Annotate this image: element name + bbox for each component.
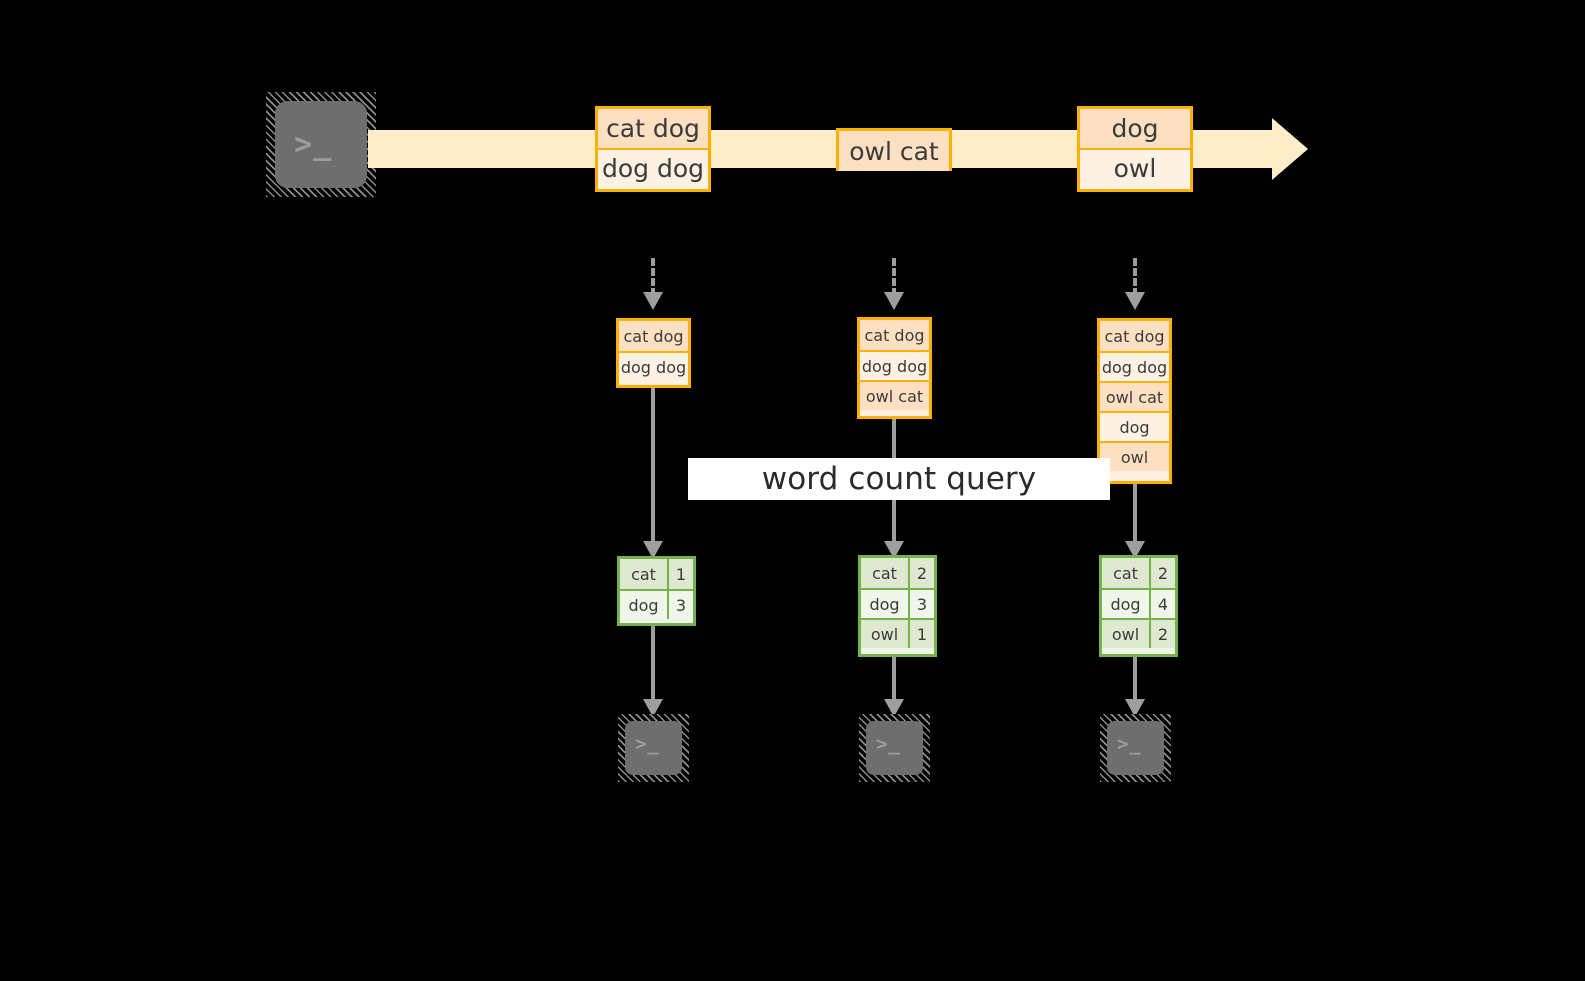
stream-event-3-line-2: owl	[1080, 148, 1190, 187]
snapshot-1-input-line-1: cat dog	[619, 321, 688, 351]
stream-event-1-line-2: dog dog	[598, 148, 708, 187]
snapshot-3-query-arrowhead	[1125, 541, 1145, 559]
terminal-prompt-glyph: >_	[635, 733, 660, 755]
snapshot-3-query-line	[1133, 484, 1137, 543]
result-count: 1	[667, 559, 693, 589]
table-row: owl 2	[1102, 618, 1175, 648]
snapshot-2-result-table[interactable]: cat 2 dog 3 owl 1	[858, 555, 937, 657]
table-row: dog 3	[620, 589, 693, 619]
consumer-terminal-icon-1: >_	[618, 714, 689, 782]
terminal-prompt-glyph: >_	[876, 733, 901, 755]
table-row: cat 2	[861, 558, 934, 588]
consumer-terminal-icon-2: >_	[859, 714, 930, 782]
stream-event-1-line-1: cat dog	[598, 109, 708, 148]
stream-to-snapshot-2-arrowhead	[884, 292, 904, 310]
table-row: cat 2	[1102, 558, 1175, 588]
result-3-to-consumer-arrowhead	[1125, 699, 1145, 717]
table-row: dog 3	[861, 588, 934, 618]
stream-to-snapshot-1-line	[651, 258, 655, 296]
result-count: 4	[1149, 590, 1175, 618]
stream-event-2[interactable]: owl cat	[836, 128, 952, 171]
consumer-terminal-icon-3: >_	[1100, 714, 1171, 782]
result-count: 2	[1149, 558, 1175, 588]
snapshot-3-input[interactable]: cat dog dog dog owl cat dog owl	[1097, 318, 1172, 484]
stream-to-snapshot-3-line	[1133, 258, 1137, 296]
result-word: cat	[1102, 558, 1149, 588]
stream-to-snapshot-1-arrowhead	[643, 292, 663, 310]
terminal-body	[1107, 721, 1164, 775]
snapshot-1-input[interactable]: cat dog dog dog	[616, 318, 691, 388]
stream-to-snapshot-3-arrowhead	[1125, 292, 1145, 310]
table-row: dog 4	[1102, 588, 1175, 618]
stream-event-3-line-1: dog	[1080, 109, 1190, 148]
result-1-to-consumer-line	[651, 626, 655, 701]
result-word: dog	[861, 590, 908, 618]
result-word: owl	[861, 620, 908, 648]
event-stream-arrowhead	[1272, 118, 1308, 180]
stream-to-snapshot-2-line	[892, 258, 896, 296]
result-2-to-consumer-arrowhead	[884, 699, 904, 717]
result-word: cat	[861, 558, 908, 588]
snapshot-3-input-line-5: owl	[1100, 441, 1169, 471]
snapshot-3-input-line-1: cat dog	[1100, 321, 1169, 351]
result-word: dog	[620, 591, 667, 619]
result-word: dog	[1102, 590, 1149, 618]
table-row: cat 1	[620, 559, 693, 589]
result-count: 2	[1149, 620, 1175, 648]
result-2-to-consumer-line	[892, 657, 896, 701]
stream-event-2-line-1: owl cat	[839, 131, 949, 171]
snapshot-2-input-line-2: dog dog	[860, 350, 929, 380]
snapshot-1-input-line-2: dog dog	[619, 351, 688, 381]
result-count: 3	[667, 591, 693, 619]
result-1-to-consumer-arrowhead	[643, 699, 663, 717]
snapshot-3-input-line-3: owl cat	[1100, 381, 1169, 411]
result-count: 1	[908, 620, 934, 648]
snapshot-2-input-line-3: owl cat	[860, 380, 929, 410]
snapshot-2-query-arrowhead	[884, 541, 904, 559]
snapshot-3-result-table[interactable]: cat 2 dog 4 owl 2	[1099, 555, 1178, 657]
terminal-body	[275, 101, 367, 188]
producer-terminal-icon: >_	[266, 92, 376, 197]
query-label-text: word count query	[761, 461, 1037, 497]
snapshot-3-input-line-2: dog dog	[1100, 351, 1169, 381]
result-count: 2	[908, 558, 934, 588]
result-3-to-consumer-line	[1133, 657, 1137, 701]
result-word: cat	[620, 559, 667, 589]
result-count: 3	[908, 590, 934, 618]
terminal-prompt-glyph: >_	[294, 127, 333, 162]
stream-event-1[interactable]: cat dog dog dog	[595, 106, 711, 192]
terminal-body	[866, 721, 923, 775]
snapshot-2-input-line-1: cat dog	[860, 320, 929, 350]
stream-event-3[interactable]: dog owl	[1077, 106, 1193, 192]
query-label-band: word count query	[688, 458, 1110, 500]
snapshot-2-input[interactable]: cat dog dog dog owl cat	[857, 317, 932, 419]
table-row: owl 1	[861, 618, 934, 648]
snapshot-1-query-arrowhead	[643, 541, 663, 559]
result-word: owl	[1102, 620, 1149, 648]
snapshot-3-input-line-4: dog	[1100, 411, 1169, 441]
snapshot-1-result-table[interactable]: cat 1 dog 3	[617, 556, 696, 626]
snapshot-1-query-line	[651, 388, 655, 543]
terminal-body	[625, 721, 682, 775]
terminal-prompt-glyph: >_	[1117, 733, 1142, 755]
